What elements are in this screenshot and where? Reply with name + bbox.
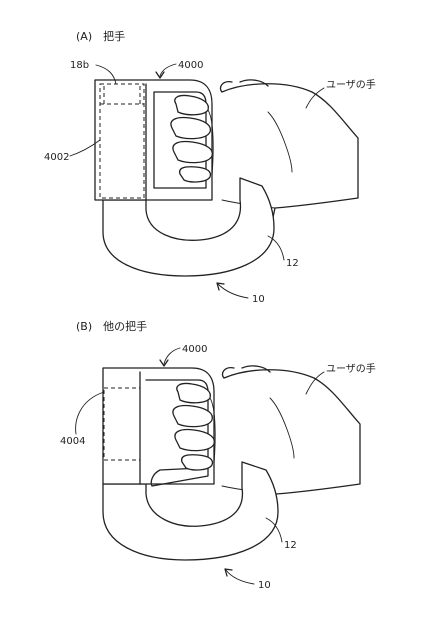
panel-b-module-4004	[103, 387, 141, 461]
panel-a-fingers	[170, 94, 214, 183]
panel-b-wrist-line	[269, 397, 295, 459]
panel-a-label-18b: 18b	[70, 60, 89, 71]
panel-b-leader-4000	[163, 347, 181, 365]
panel-b-title: (B) 他の把手	[76, 319, 147, 333]
panel-b-user-hand-drawing	[221, 365, 361, 509]
panel-b-controller-u-body	[102, 461, 279, 561]
panel-b-label-10: 10	[258, 580, 271, 591]
panel-b-label-12: 12	[284, 540, 297, 551]
panel-a-leader-10	[217, 283, 249, 299]
panel-b-leader-4004	[75, 391, 105, 435]
panel-a-leader-4000	[159, 63, 177, 77]
panel-a-arrow-4000	[155, 71, 165, 79]
panel-a: (A) 把手 4000 18b 4002 ユーザの	[44, 29, 376, 305]
panel-a-arrow-10	[216, 282, 225, 291]
panel-b-label-user-hand: ユーザの手	[326, 362, 376, 375]
panel-a-controller-u-body	[102, 177, 275, 277]
panel-b-label-4004: 4004	[60, 436, 85, 447]
panel-a-label-user-hand: ユーザの手	[326, 78, 376, 91]
panel-b: (B) 他の把手 4000 4004 ユーザの手 12 10	[60, 319, 376, 591]
panel-b-leader-10	[225, 569, 255, 585]
panel-a-title: (A) 把手	[76, 29, 125, 43]
panel-a-leader-18b	[95, 64, 117, 85]
panel-b-arrow-10	[224, 568, 233, 577]
panel-a-user-hand-drawing	[219, 79, 359, 223]
panel-a-label-4000: 4000	[178, 60, 203, 71]
panel-b-fingers	[172, 382, 216, 471]
panel-b-arrow-4000	[159, 359, 169, 367]
panel-a-module-18b	[99, 83, 145, 199]
panel-a-label-12: 12	[286, 258, 299, 269]
panel-b-leader-12	[265, 517, 283, 543]
panel-b-label-4000: 4000	[182, 344, 207, 355]
panel-a-label-4002: 4002	[44, 152, 69, 163]
panel-a-leader-hand	[305, 87, 325, 109]
panel-a-leader-4002	[69, 139, 101, 157]
panel-b-grip-inner-window	[145, 379, 209, 487]
panel-b-leader-hand	[305, 371, 325, 395]
panel-a-wrist-line	[267, 111, 293, 173]
panel-a-leader-12	[267, 235, 285, 261]
panel-a-label-10: 10	[252, 294, 265, 305]
